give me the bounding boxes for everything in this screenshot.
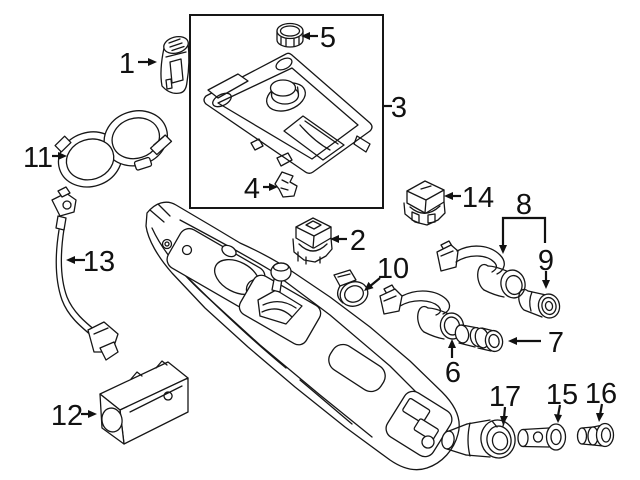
harness-lower-drawing — [379, 284, 465, 340]
clip-part-drawing — [274, 171, 298, 198]
socket-ring-drawing — [517, 423, 567, 451]
callout-6: 6 — [445, 339, 461, 389]
plug-drawing — [454, 324, 504, 353]
callout-12-label: 12 — [51, 400, 83, 432]
callout-16: 16 — [585, 378, 617, 422]
socket-housing-drawing — [518, 288, 561, 319]
callout-16-label: 16 — [585, 378, 617, 410]
callout-14-label: 14 — [462, 182, 494, 214]
plug-cap-drawing — [576, 422, 615, 448]
switch-block-14-drawing — [403, 180, 446, 226]
callout-10-label: 10 — [377, 253, 409, 285]
callout-3: 3 — [384, 92, 407, 124]
harness-upper-drawing — [436, 240, 526, 299]
callout-11: 11 — [23, 142, 67, 174]
callout-17-label: 17 — [489, 381, 521, 413]
callout-2: 2 — [330, 225, 366, 257]
inset-box — [189, 14, 384, 209]
callout-2-label: 2 — [350, 225, 366, 257]
callout-13-label: 13 — [83, 246, 115, 278]
callout-9-label: 9 — [538, 245, 554, 277]
callout-8-label: 8 — [516, 189, 532, 221]
switch-button-drawing — [160, 35, 190, 94]
callout-8: 8 — [499, 189, 547, 254]
callout-4-label: 4 — [244, 173, 260, 205]
callout-4: 4 — [244, 173, 278, 205]
callout-5: 5 — [301, 22, 336, 54]
callout-15-arrow — [556, 404, 562, 417]
callout-5-label: 5 — [320, 22, 336, 54]
knob-part-drawing — [276, 22, 304, 48]
trim-panel-drawing — [203, 52, 373, 174]
callout-11-label: 11 — [23, 142, 53, 174]
callout-15: 15 — [546, 379, 578, 423]
callout-1-label: 1 — [119, 48, 135, 80]
callout-1: 1 — [119, 48, 157, 80]
switch-block-2-drawing — [292, 217, 333, 265]
cable-drawing — [51, 186, 119, 361]
callout-14: 14 — [444, 182, 494, 214]
callout-15-label: 15 — [546, 379, 578, 411]
callout-12: 12 — [51, 400, 97, 432]
callout-7-label: 7 — [548, 327, 564, 359]
callout-7: 7 — [508, 327, 564, 359]
callout-17: 17 — [489, 381, 521, 425]
callout-3-label: 3 — [391, 92, 407, 124]
lighter-socket-drawing — [441, 419, 516, 459]
callout-6-label: 6 — [445, 357, 461, 389]
cup-holder-insert-drawing — [54, 110, 173, 188]
callout-10: 10 — [364, 253, 409, 291]
module-box-drawing — [99, 360, 189, 445]
callout-8-bracket — [501, 216, 547, 247]
center-console-drawing — [145, 201, 460, 471]
callout-9: 9 — [538, 245, 554, 289]
callout-13: 13 — [66, 246, 115, 278]
